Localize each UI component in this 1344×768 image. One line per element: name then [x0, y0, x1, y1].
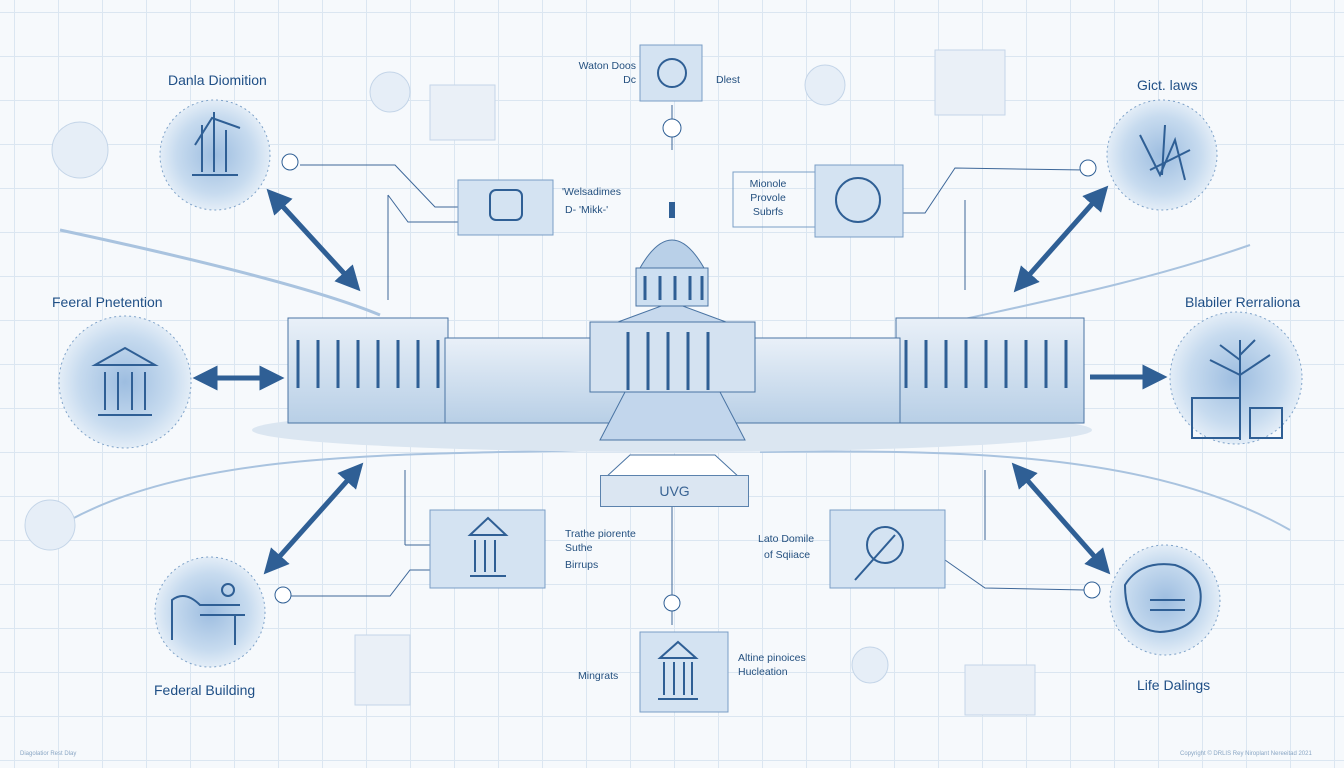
box-bottom-label-left: Mingrats — [578, 670, 619, 682]
footer-right: Copyright © DRLIS Rey Niroplant Nereeita… — [1180, 751, 1312, 757]
column-icon — [467, 516, 509, 577]
box-lower-right-label-2: of Sqiiace — [764, 549, 811, 561]
info-boxes — [354, 44, 1036, 716]
box-bottom-label-right-2: Hucleation — [738, 666, 788, 678]
node-label-relations: Blabiler Rerraliona — [1185, 294, 1301, 310]
document-icon — [1123, 563, 1202, 634]
node-label-govt-laws: Gict. laws — [1137, 77, 1198, 93]
quill-icon — [854, 526, 904, 581]
node-label-life-dealings: Life Dalings — [1137, 677, 1211, 693]
desk-icon — [171, 583, 245, 645]
globe-icon — [657, 58, 687, 88]
seal-icon — [835, 177, 881, 223]
figure-icon — [1139, 124, 1191, 181]
box-lower-right-label-1: Lato Domile — [758, 533, 815, 545]
capitol-building — [252, 202, 1092, 479]
relationship-arrows — [192, 185, 1111, 575]
box-upper-left-label-2: D- 'Mikk-' — [565, 204, 609, 216]
box-top-label-right: Dlest — [716, 74, 740, 86]
box-lower-left-label-2: Suthe — [565, 542, 593, 554]
box-lower-left-label-1: Trathe piorente — [565, 528, 636, 540]
node-label-data-dimension: Danla Diomition — [168, 72, 267, 88]
node-label-federal-protection: Feeral Pnetention — [52, 294, 163, 310]
box-upper-right-label-3: Subrfs — [752, 206, 784, 218]
tree-network-icon — [1191, 339, 1283, 440]
box-lower-left-label-3: Birrups — [565, 559, 599, 571]
box-upper-right-label-2: Provole — [750, 192, 786, 204]
box-upper-right-label-1: Mionole — [749, 178, 787, 190]
box-upper-left-label-1: 'Welsadimes — [562, 186, 621, 198]
temple-icon — [91, 346, 159, 416]
box-top-label-2: Dc — [623, 74, 636, 86]
center-status-box: UVG — [600, 475, 749, 507]
column-icon — [657, 640, 699, 700]
footer-left: Diagolatior Rest Dlay — [20, 751, 77, 757]
box-bottom-label-right-1: Altine pinoices — [738, 652, 806, 664]
node-label-federal-building: Federal Building — [154, 682, 256, 698]
dome-icon — [489, 189, 523, 221]
box-top-label-1: Waton Doos — [578, 60, 636, 72]
chart-icon — [192, 112, 241, 176]
